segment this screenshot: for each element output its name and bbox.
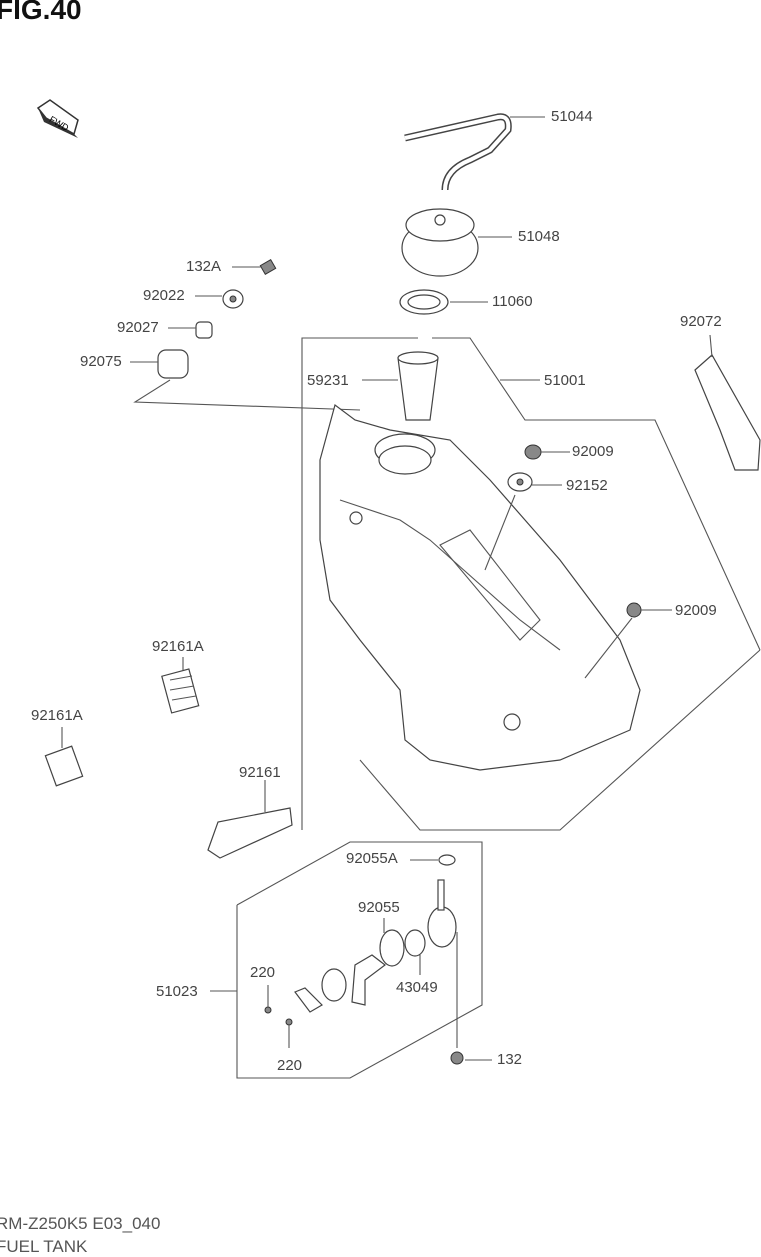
label-132: 132 xyxy=(497,1051,523,1068)
footer-name: FUEL TANK xyxy=(0,1237,88,1256)
label-92161: 92161 xyxy=(239,764,281,781)
label-92055A: 92055A xyxy=(346,850,398,867)
label-92022: 92022 xyxy=(143,287,185,304)
strap-part xyxy=(694,354,761,471)
label-92161A-upper: 92161A xyxy=(152,638,204,655)
label-220-upper: 220 xyxy=(250,964,276,981)
label-132A: 132A xyxy=(186,258,222,275)
label-59231: 59231 xyxy=(307,372,349,389)
label-43049: 43049 xyxy=(396,979,438,996)
label-51044: 51044 xyxy=(551,108,593,125)
label-51001: 51001 xyxy=(544,372,586,389)
figure-title: FIG.40 xyxy=(0,0,82,25)
label-92009-upper: 92009 xyxy=(572,443,614,460)
label-51023: 51023 xyxy=(156,983,198,1000)
label-92075: 92075 xyxy=(80,353,122,370)
fuel-cap-part xyxy=(401,208,479,277)
pad-part xyxy=(161,668,200,714)
label-220-lower: 220 xyxy=(277,1057,303,1074)
label-92152: 92152 xyxy=(566,477,608,494)
label-92027: 92027 xyxy=(117,319,159,336)
fuel-tank-part xyxy=(319,403,641,771)
pad-92161-part xyxy=(207,807,293,859)
filler-neck-part xyxy=(397,357,439,421)
label-11060: 11060 xyxy=(492,293,533,310)
label-92161A-lower: 92161A xyxy=(31,707,83,724)
label-92072: 92072 xyxy=(680,313,722,330)
footer-model: RM-Z250K5 E03_040 xyxy=(0,1214,161,1233)
label-51048: 51048 xyxy=(518,228,560,245)
label-92055: 92055 xyxy=(358,899,400,916)
fwd-arrow-icon: FWD xyxy=(36,99,79,138)
label-92009-lower: 92009 xyxy=(675,602,717,619)
